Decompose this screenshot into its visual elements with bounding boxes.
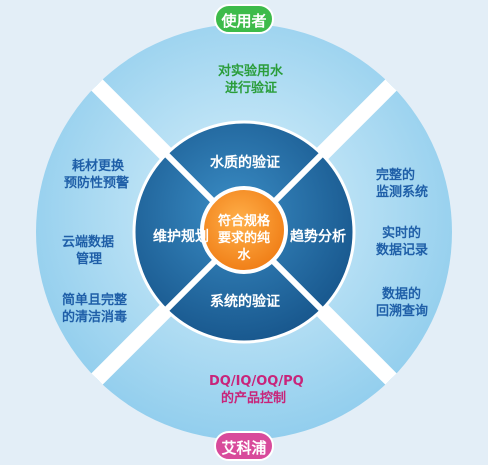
center-line-1: 符合规格 xyxy=(217,214,270,229)
outer-right-3-line-1: 数据的 xyxy=(382,287,422,302)
outer-right-3-line-2: 回溯查询 xyxy=(376,304,429,319)
brand-pill: 艾科浦 xyxy=(214,431,274,461)
outer-right-1-line-1: 完整的 xyxy=(376,168,416,183)
inner-left-label: 维护规划 xyxy=(153,229,209,245)
inner-right-label: 趋势分析 xyxy=(290,229,346,245)
outer-left-3-line-1: 简单且完整 xyxy=(62,293,128,308)
inner-bottom-label: 系统的验证 xyxy=(210,294,280,310)
center-line-2: 要求的纯水 xyxy=(217,231,270,263)
outer-left-2-line-2: 管理 xyxy=(76,252,103,267)
outer-bottom-line-2: 的产品控制 xyxy=(221,391,287,406)
outer-left-1-line-1: 耗材更换 xyxy=(72,159,125,174)
outer-left-1-line-2: 预防性预警 xyxy=(64,176,130,191)
outer-right-2-line-1: 实时的 xyxy=(382,226,422,241)
user-pill: 使用者 xyxy=(214,4,274,34)
outer-bottom-line-1: DQ/IQ/OQ/PQ xyxy=(209,374,304,389)
outer-left-3-line-2: 的清洁消毒 xyxy=(62,310,128,325)
outer-top-line-2: 进行验证 xyxy=(225,81,278,96)
center-label: 符合规格 要求的纯水 xyxy=(214,213,274,264)
inner-top-label: 水质的验证 xyxy=(210,155,280,171)
outer-right-1-line-2: 监测系统 xyxy=(376,185,429,200)
center-circle xyxy=(200,186,288,274)
outer-top-line-1: 对实验用水 xyxy=(218,64,284,79)
outer-right-2-line-2: 数据记录 xyxy=(376,243,429,258)
outer-left-2-line-1: 云端数据 xyxy=(62,235,115,250)
